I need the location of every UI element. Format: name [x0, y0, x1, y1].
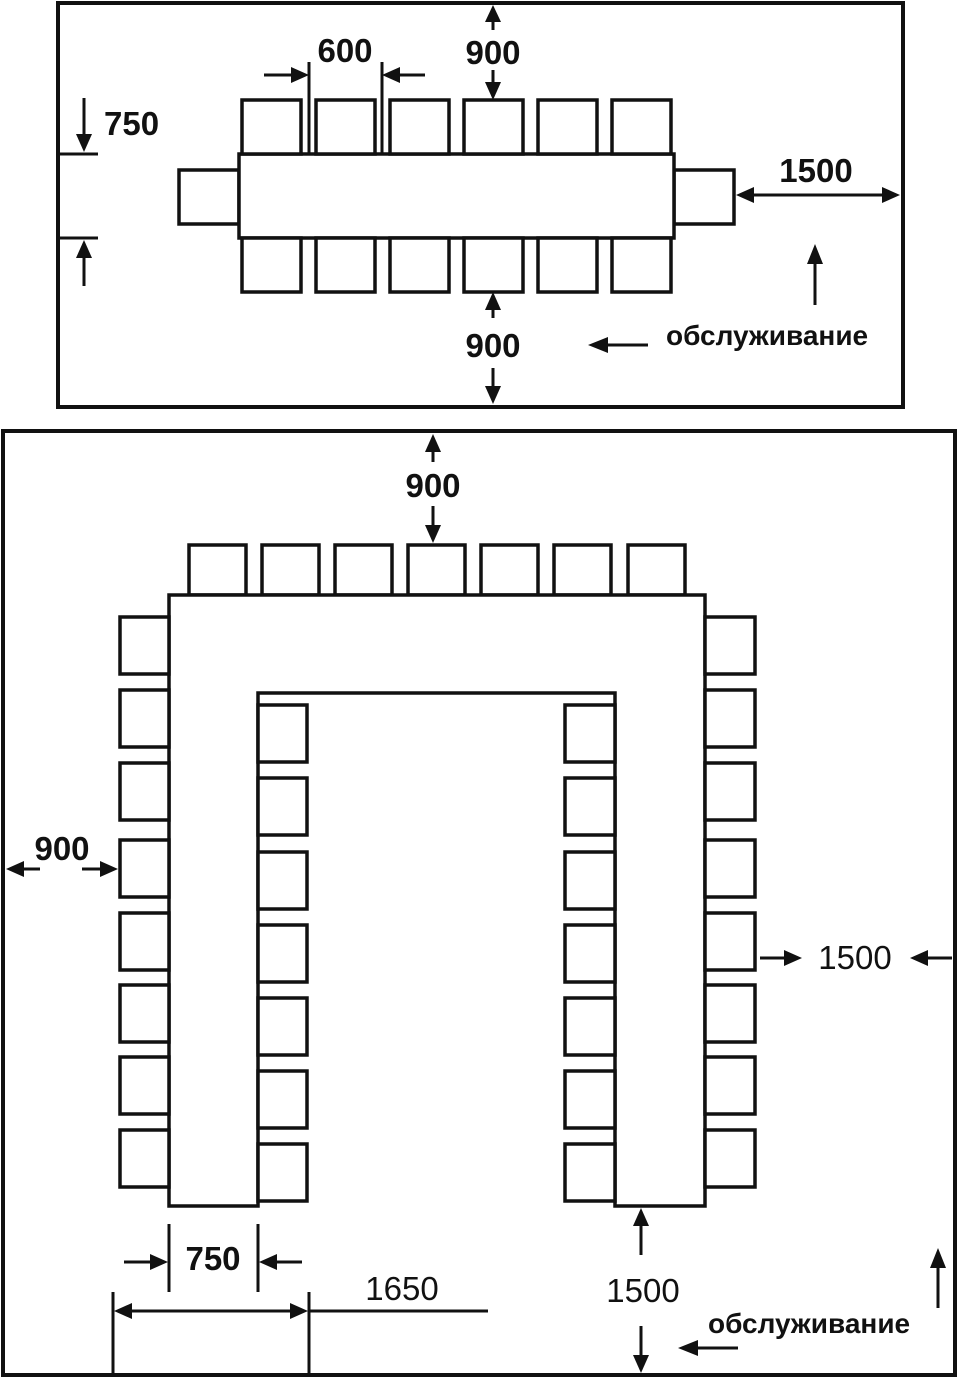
chair [388, 98, 451, 156]
chair [256, 703, 309, 764]
chair [118, 1055, 171, 1116]
chair [610, 236, 673, 294]
bottom-chairs-outer-right [703, 615, 757, 1189]
chair [256, 1069, 309, 1130]
chair [536, 98, 599, 156]
bottom-chairs-inner-left [256, 703, 309, 1203]
bottom-dim-top-clearance-label: 900 [405, 467, 460, 504]
chair [703, 983, 757, 1044]
top-chairs-upper [240, 98, 673, 156]
chair [703, 615, 757, 676]
chair [118, 911, 171, 972]
top-dim-end-clearance-label: 1500 [779, 152, 852, 189]
chair [256, 850, 309, 911]
chair [563, 850, 617, 911]
top-room-outline [56, 1, 905, 409]
chair [187, 543, 248, 597]
top-service-indicator: обслуживание [588, 244, 868, 353]
chair [260, 543, 321, 597]
chair [703, 911, 757, 972]
top-dim-table-width: 750 [58, 98, 159, 286]
chair [462, 98, 525, 156]
chair [314, 98, 377, 156]
chair [703, 838, 757, 899]
chair [256, 996, 309, 1057]
top-dim-bottom-clearance: 900 [465, 292, 521, 404]
chair [118, 1128, 171, 1189]
chair [240, 98, 303, 156]
top-dim-seat-width-label: 600 [317, 32, 372, 69]
chair [703, 1055, 757, 1116]
chair [479, 543, 540, 597]
arrow-up-icon [930, 1248, 946, 1268]
chair [563, 996, 617, 1057]
top-table [237, 152, 676, 240]
chair [256, 776, 309, 837]
bottom-service-indicator: обслуживание [678, 1248, 946, 1356]
top-dim-top-clearance: 900 [465, 5, 521, 100]
chair [240, 236, 303, 294]
bottom-dim-left-clearance: 900 [6, 830, 118, 877]
top-dim-seat-width: 600 [264, 32, 425, 154]
bottom-dim-right-clearance-label: 1500 [818, 939, 891, 976]
bottom-dim-inner-gap-label: 1650 [365, 1270, 438, 1307]
top-end-chair-left [177, 168, 241, 226]
top-layout: 600 900 750 1500 [56, 1, 905, 409]
chair [552, 543, 613, 597]
u-shaped-table [167, 593, 707, 1208]
bottom-dim-inner-gap: 1650 [111, 1270, 488, 1375]
chair [563, 703, 617, 764]
chair [536, 236, 599, 294]
bottom-chairs-top-row [187, 543, 687, 597]
chair [333, 543, 394, 597]
bottom-service-label: обслуживание [708, 1308, 910, 1339]
arrow-up-icon [807, 244, 823, 264]
chair [118, 838, 171, 899]
chair [256, 1142, 309, 1203]
bottom-dim-bottom-clearance-label: 1500 [606, 1272, 679, 1309]
chair [703, 1128, 757, 1189]
arrow-left-icon [678, 1340, 698, 1356]
top-dim-bottom-clearance-label: 900 [465, 327, 520, 364]
chair [406, 543, 467, 597]
bottom-layout: 900 900 1500 750 [1, 429, 957, 1377]
top-end-chair-right [672, 168, 736, 226]
top-chairs-lower [240, 236, 673, 294]
bottom-dim-table-width: 750 [124, 1224, 302, 1292]
chair [118, 983, 171, 1044]
bottom-chairs-outer-left [118, 615, 171, 1189]
arrow-left-icon [588, 337, 608, 353]
bottom-dim-right-clearance: 1500 [760, 939, 952, 976]
chair [703, 688, 757, 749]
chair [118, 761, 171, 822]
chair [462, 236, 525, 294]
chair [610, 98, 673, 156]
chair [563, 923, 617, 984]
chair [703, 761, 757, 822]
top-dim-end-clearance: 1500 [736, 152, 900, 203]
chair [563, 776, 617, 837]
top-service-label: обслуживание [666, 320, 868, 351]
bottom-chairs-inner-right [563, 703, 617, 1203]
top-dim-table-width-label: 750 [104, 105, 159, 142]
chair [314, 236, 377, 294]
chair [118, 688, 171, 749]
bottom-dim-table-width-label: 750 [185, 1240, 240, 1277]
bottom-dim-top-clearance: 900 [405, 434, 461, 543]
chair [118, 615, 171, 676]
bottom-room-outline [1, 429, 957, 1377]
chair [563, 1069, 617, 1130]
chair [256, 923, 309, 984]
chair [626, 543, 687, 597]
chair [388, 236, 451, 294]
bottom-dim-bottom-clearance: 1500 [606, 1208, 680, 1373]
bottom-dim-left-clearance-label: 900 [34, 830, 89, 867]
top-dim-top-clearance-label: 900 [465, 34, 520, 71]
chair [563, 1142, 617, 1203]
